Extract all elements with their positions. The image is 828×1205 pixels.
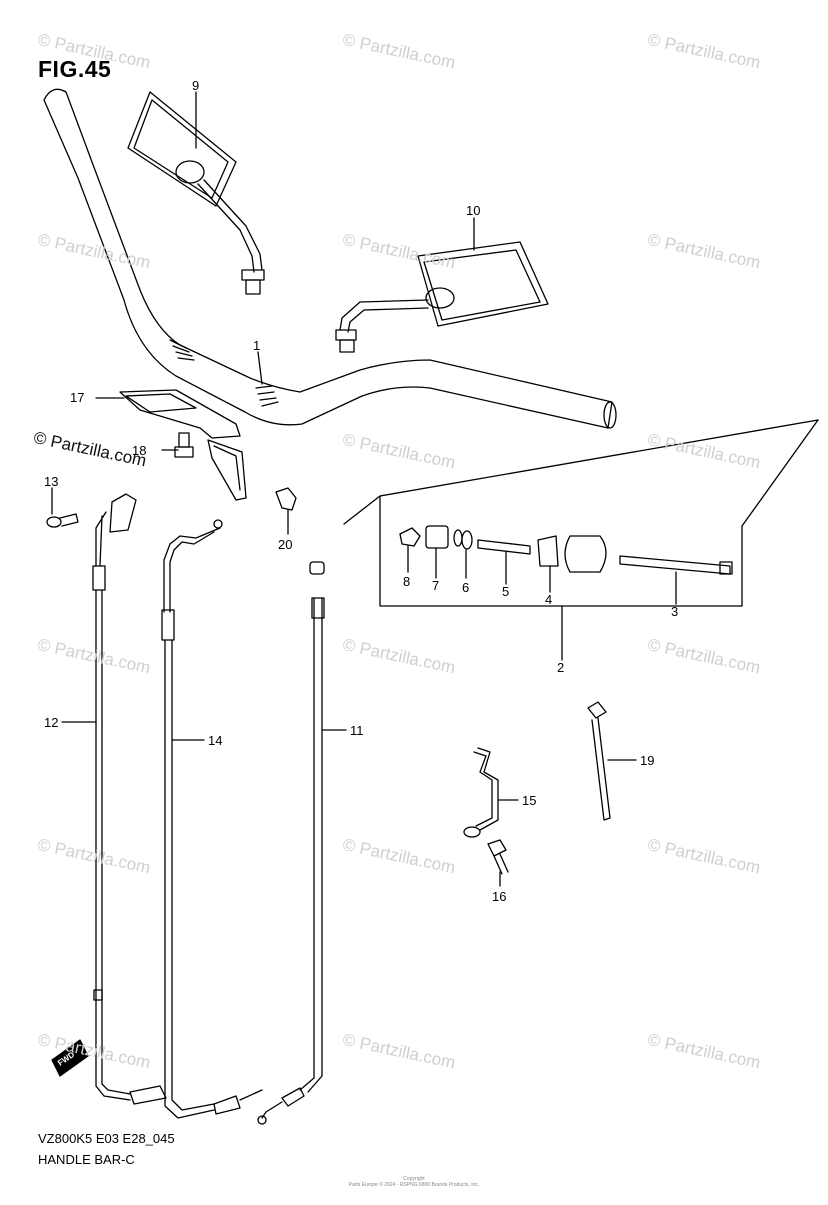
callout-13[interactable]: 13 [44,474,58,489]
callout-10[interactable]: 10 [466,203,480,218]
callout-5[interactable]: 5 [502,584,509,599]
callout-20[interactable]: 20 [278,537,292,552]
right-mirror[interactable] [335,241,549,353]
cable-11[interactable] [257,561,325,1125]
figure-title: FIG.45 [38,56,112,82]
callout-14[interactable]: 14 [208,733,222,748]
screw-13[interactable] [46,513,79,528]
copyright-line-2: Parts Europe © 2024 - RSPNG 6800 Brands … [348,1182,480,1188]
leader-lines [51,91,677,887]
cable-14[interactable] [161,519,263,1119]
fwd-arrow [51,1039,89,1077]
callout-6[interactable]: 6 [462,580,469,595]
cable-guide-15[interactable] [463,747,499,838]
figure-name: HANDLE BAR-C [38,1152,135,1167]
copyright-line-1: Copyright [403,1176,425,1182]
copyright-notice: Copyright Parts Europe © 2024 - RSPNG 68… [0,1176,828,1188]
bolt-18[interactable] [174,432,194,458]
callout-19[interactable]: 19 [640,753,654,768]
bolt-16[interactable] [487,839,509,875]
callout-15[interactable]: 15 [522,793,536,808]
callout-4[interactable]: 4 [545,592,552,607]
balancer-assembly[interactable] [343,419,819,607]
callout-9[interactable]: 9 [192,78,199,93]
callout-17[interactable]: 17 [70,390,84,405]
handlebar[interactable] [43,88,617,429]
clamp-19[interactable] [587,701,611,821]
figure-code: VZ800K5 E03 E28_045 [38,1131,175,1146]
callout-1[interactable]: 1 [253,338,260,353]
callout-18[interactable]: 18 [132,443,146,458]
callout-11[interactable]: 11 [350,723,364,738]
left-mirror[interactable] [127,91,265,295]
callout-3[interactable]: 3 [671,604,678,619]
callout-labels: 9 10 1 17 18 13 20 8 7 6 5 4 3 2 12 14 1… [44,78,678,1068]
clamp-20[interactable] [275,487,297,511]
callout-16[interactable]: 16 [492,889,506,904]
callout-12[interactable]: 12 [44,715,58,730]
cable-12[interactable] [92,493,167,1105]
callout-8[interactable]: 8 [403,574,410,589]
clamp-bracket[interactable] [119,389,247,501]
callout-7[interactable]: 7 [432,578,439,593]
callout-2[interactable]: 2 [557,660,564,675]
